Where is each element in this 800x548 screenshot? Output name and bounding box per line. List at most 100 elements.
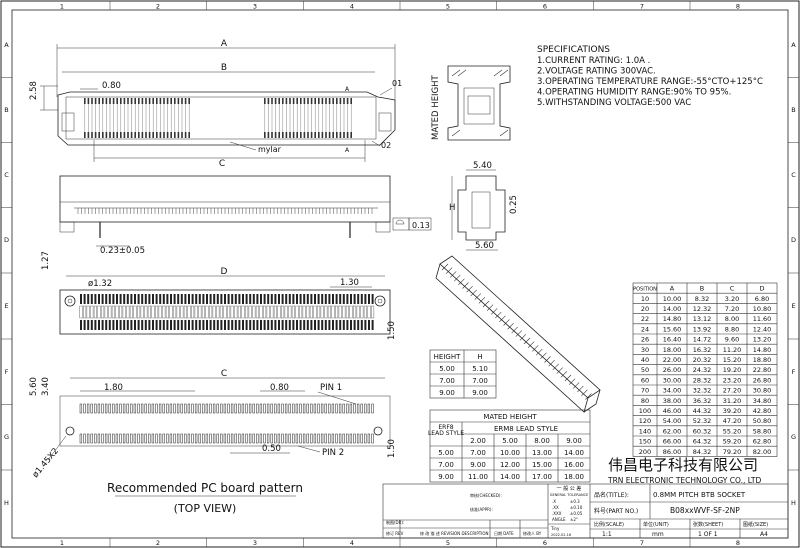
position-table-cell: 31.20 [723, 397, 742, 405]
position-table-cell: 24.32 [693, 366, 712, 374]
mated-table-cell: 11.00 [468, 473, 488, 481]
grid-col-bottom-2: 2 [156, 539, 160, 547]
position-table-cell: 11.20 [723, 346, 742, 354]
position-table-cell: 22.00 [663, 356, 682, 364]
height-table-cell: 7.00 [439, 377, 455, 385]
pcb-pattern: C 1.80 0.80 PIN 1 5.60 3.40 ø1.45X2 0.50… [29, 369, 397, 515]
grid-row-right-H: H [791, 499, 796, 507]
position-table-cell: 50.80 [753, 417, 772, 425]
svg-text:ANGLE: ANGLE [552, 517, 566, 522]
grid-col-bottom-7: 7 [640, 539, 644, 547]
mated-table-cell: 7.00 [470, 449, 486, 457]
bottom-view-pins [79, 294, 375, 330]
dim-b-label: B [221, 63, 227, 73]
mated-table-row-header: 9.00 [438, 473, 454, 481]
position-table-cell: 30.00 [663, 376, 682, 384]
dim-013-label: 0.13 [412, 221, 430, 230]
mated-table-col-header: 5.00 [502, 437, 518, 445]
grid-col-bottom-1: 1 [60, 539, 64, 547]
grid-row-E: E [4, 302, 8, 310]
position-table-cell: 66.00 [663, 438, 682, 446]
height-table-cell: 7.00 [472, 377, 488, 385]
mated-table-corner: ERF8 [438, 424, 453, 431]
mated-table-cell: 9.00 [470, 461, 486, 469]
grid-col-7: 7 [640, 3, 644, 11]
title-size-value: A4 [760, 531, 768, 538]
specifications: SPECIFICATIONS 1.CURRENT RATING: 1.0A .2… [537, 45, 763, 108]
position-table-cell: 15.20 [723, 356, 742, 364]
grid-row-right-E: E [791, 302, 795, 310]
position-table-cell: 12.40 [753, 325, 772, 333]
position-table-cell: 28.32 [693, 376, 712, 384]
grid-col-bottom-5: 5 [446, 539, 450, 547]
dim-130-label: 1.30 [340, 278, 359, 288]
grid-col-5: 5 [446, 3, 450, 11]
title-block: 伟昌电子科技有限公司 TRN ELECTRONIC TECHNOLOGY CO.… [382, 456, 789, 539]
position-table-cell: 70 [641, 387, 649, 395]
dim-c-label: C [219, 159, 225, 169]
mated-table-cell: 15.00 [532, 461, 552, 469]
position-table-cell: 50 [641, 366, 649, 374]
grid-row-right-F: F [792, 368, 796, 376]
position-table-header: A [670, 285, 675, 293]
tol-sub: GENERAL TOLERANCE [550, 493, 589, 497]
mated-table-cell: 18.00 [564, 473, 584, 481]
position-table-cell: 19.20 [723, 366, 742, 374]
pcb-subcaption: (TOP VIEW) [174, 502, 237, 515]
dim-01-label: 01 [392, 79, 402, 88]
mated-table-col-group: ERM8 LEAD STYLE [494, 425, 558, 433]
position-table-cell: 64.32 [693, 438, 712, 446]
mated-table-cell: 14.00 [564, 449, 584, 457]
spec-item-3: 3.OPERATING TEMPERATURE RANGE:-55°CTO+12… [537, 77, 763, 87]
grid-col-4: 4 [350, 3, 354, 11]
grid-row-C: C [4, 171, 9, 179]
dim-258-label: 2.58 [29, 81, 39, 100]
mated-table-col-header: 2.00 [470, 437, 486, 445]
pcb-dim-180-label: 1.80 [104, 383, 123, 393]
svg-text:±0.10: ±0.10 [570, 505, 583, 510]
title-part-label: 料号(PART NO.) [594, 507, 638, 515]
pcb-caption: Recommended PC board pattern [107, 481, 303, 495]
grid-row-right-C: C [791, 171, 796, 179]
mated-table-col-header: 9.00 [566, 437, 582, 445]
height-table-cell: 5.00 [439, 365, 455, 373]
mated-height-label: MATED HEIGHT [431, 74, 441, 140]
grid-row-A: A [4, 41, 9, 49]
top-view: A B 0.80 2.58 A A 01 02 mylar C [29, 39, 402, 169]
position-table-cell: 120 [639, 417, 651, 425]
rev-label-0: 修订 REV [386, 530, 404, 536]
check-label: 审核(CHECKED): [470, 492, 502, 498]
pcb-dim-560-label: 5.60 [29, 377, 39, 396]
svg-text:±0.05: ±0.05 [570, 511, 583, 516]
position-table-cell: 26.80 [753, 376, 772, 384]
mated-table-title: MATED HEIGHT [483, 413, 537, 421]
title-unit-value: mm [652, 531, 664, 538]
position-table-cell: 26 [641, 336, 649, 344]
position-table-cell: 11.60 [753, 315, 772, 323]
title-scale-label: 比例(SCALE) [594, 521, 624, 528]
position-table-cell: 10.80 [753, 305, 772, 313]
spec-item-5: 5.WITHSTANDING VOLTAGE:500 VAC [537, 98, 691, 108]
grid-row-right-D: D [791, 236, 796, 244]
pcb-dim-050-label: 0.50 [262, 444, 281, 454]
spec-item-1: 1.CURRENT RATING: 1.0A . [537, 56, 650, 66]
position-table-cell: 16.40 [663, 336, 682, 344]
grid-col-3: 3 [253, 3, 257, 11]
svg-text:±0.3: ±0.3 [570, 499, 580, 504]
rev-label-1: 修 改 描 述 REVISION DESCRIPTION [420, 530, 489, 536]
top-view-pins [84, 98, 352, 138]
position-table-cell: 82.00 [753, 448, 772, 456]
grid-col-6: 6 [543, 3, 547, 11]
position-table-cell: 58.80 [753, 427, 772, 435]
position-table-cell: 39.20 [723, 407, 742, 415]
position-table-cell: 8.00 [725, 315, 739, 323]
mated-table-cell: 13.00 [532, 449, 552, 457]
position-table-cell: 10 [641, 295, 649, 303]
position-table-cell: 80 [641, 397, 649, 405]
position-table-cell: 60 [641, 376, 649, 384]
grid-col-bottom-8: 8 [736, 539, 740, 547]
title-sheet-label: 张数(SHEET) [693, 521, 723, 528]
grid-row-G: G [4, 433, 9, 441]
